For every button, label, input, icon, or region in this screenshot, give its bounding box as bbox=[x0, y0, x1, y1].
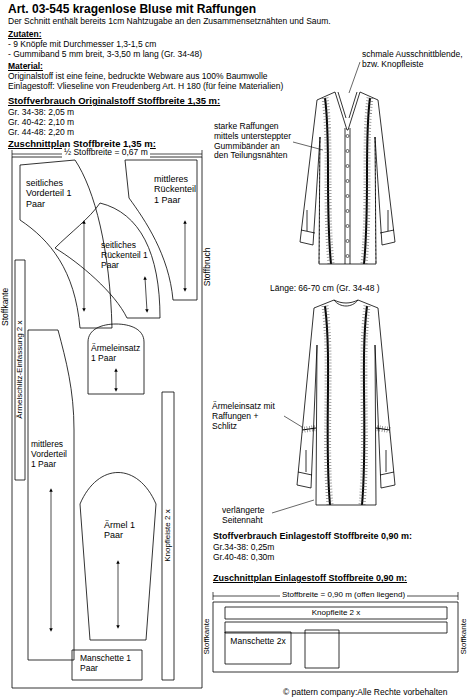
fabric-layout: StoffkanteStoffbruchseitliches Vordertei… bbox=[12, 157, 202, 688]
button-symbol bbox=[346, 135, 349, 138]
note-text: © pattern company:Alle Rechte vorbehalte… bbox=[283, 688, 448, 698]
piece-outline-path bbox=[72, 650, 142, 680]
pattern-piece: Ärmelschlitz-Einfassung 2 x bbox=[15, 260, 25, 480]
piece-label: Stoffkante bbox=[202, 607, 211, 667]
button-symbol bbox=[346, 165, 349, 168]
button-symbol bbox=[346, 180, 349, 183]
piece-label: Knopfleite 2 x bbox=[225, 608, 447, 617]
piece-outline-path bbox=[88, 324, 144, 394]
interfacing-layout: StoffkanteStoffkanteKnopfleite 2 xMansch… bbox=[213, 602, 458, 672]
grainline-arrow bbox=[185, 222, 186, 290]
note-text: Zutaten: bbox=[8, 30, 42, 40]
note-text: Gr. 44-48: 2,20 m bbox=[8, 128, 74, 138]
button-symbol bbox=[346, 195, 349, 198]
note-text: - Gummiband 5 mm breit, 3-3,50 m lang (G… bbox=[8, 50, 202, 60]
piece-label: Stoffbruch bbox=[203, 232, 213, 302]
note-text: Gr. 34-38: 2,05 m bbox=[8, 108, 74, 118]
piece-label: seitliches Rückenteil 1 Paar bbox=[101, 241, 149, 270]
pattern-piece: Knopfleite 2 x bbox=[225, 607, 447, 620]
piece-outline-path bbox=[55, 203, 160, 318]
pattern-piece: Manschette 2x bbox=[225, 632, 291, 664]
piece-outline bbox=[80, 462, 156, 640]
piece-outline-path bbox=[80, 473, 156, 641]
note-text: schmale Ausschnittblende, bzw. Knopfleis… bbox=[362, 50, 470, 70]
piece-label: Ärmeleinsatz 1 Paar bbox=[91, 344, 143, 364]
extra-piece-outline bbox=[225, 622, 447, 668]
pattern-piece: Manschette 1 Paar bbox=[72, 650, 142, 680]
grainline-arrow bbox=[51, 490, 52, 630]
note-text: Länge: 66-70 cm (Gr. 34-48 ) bbox=[270, 284, 380, 294]
piece-outline-path bbox=[225, 632, 291, 664]
note-text: Originalstoff ist eine feine, bedruckte … bbox=[8, 72, 268, 82]
piece-label: Knopfleiste 2 x bbox=[163, 401, 172, 671]
pattern-piece: seitliches Rückenteil 1 Paar bbox=[55, 203, 160, 318]
piece-label: Manschette 1 Paar bbox=[80, 654, 134, 674]
title: Art. 03-545 kragenlose Bluse mit Raffung… bbox=[8, 3, 256, 17]
pattern-piece: mittleres Vorderteil 1 Paar bbox=[28, 330, 74, 660]
piece-outline-path bbox=[125, 160, 197, 300]
note-text: Zuschnittplan Einlagestoff Stoffbreite 0… bbox=[213, 573, 407, 583]
grainline-arrow bbox=[116, 370, 117, 390]
note-text: ½ Stoffbreite = 0,67 m bbox=[62, 148, 150, 158]
piece-outline-path bbox=[28, 330, 74, 660]
note-text: Stoffverbrauch Originalstoff Stoffbreite… bbox=[8, 96, 220, 107]
grainline-arrow bbox=[145, 278, 147, 311]
note-text: - 9 Knöpfe mit Durchmesser 1,3-1,5 cm bbox=[8, 40, 156, 50]
note-text: Ärmeleinsatz mit Raffungen + Schlitz bbox=[212, 402, 284, 431]
grainline-arrow bbox=[84, 222, 85, 310]
button-symbol bbox=[346, 255, 349, 258]
pattern-piece: Knopfleiste 2 x bbox=[162, 392, 174, 680]
button-symbol bbox=[346, 210, 349, 213]
note-text: Gr.40-48: 0,30m bbox=[213, 553, 274, 563]
note-text: Einlagestoff: Vlieseline von Freudenberg… bbox=[8, 82, 283, 92]
note-text: Gr. 40-42: 2,10 m bbox=[8, 118, 74, 128]
piece-outline-path bbox=[162, 392, 174, 680]
button-symbol bbox=[346, 240, 349, 243]
button-symbol bbox=[346, 225, 349, 228]
piece-outline-path bbox=[225, 607, 447, 619]
piece-label: mittleres Rückenteil 1 Paar bbox=[154, 174, 196, 205]
pattern-piece: mittleres Rückenteil 1 Paar bbox=[125, 160, 197, 300]
piece-outline bbox=[28, 330, 74, 660]
piece-label: Ärmelschlitz-Einfassung 2 x bbox=[15, 270, 24, 470]
pattern-piece: seitliches Vorderteil 1 Paar bbox=[20, 160, 112, 328]
piece-label: mittleres Vorderteil 1 Paar bbox=[31, 440, 73, 469]
note-text: Stoffverbrauch Einlagestoff Stoffbreite … bbox=[213, 531, 412, 541]
piece-outline-path bbox=[15, 260, 25, 480]
piece-outline-path bbox=[20, 160, 112, 328]
piece-label: Stoffkante bbox=[1, 272, 11, 342]
button-symbol bbox=[346, 150, 349, 153]
note-text: verlängerte Seitennaht bbox=[222, 506, 284, 526]
note-text: Material: bbox=[8, 62, 43, 72]
pattern-piece: Ärmeleinsatz 1 Paar bbox=[88, 324, 144, 394]
grainline-arrow bbox=[118, 562, 119, 627]
piece-outline-path bbox=[12, 157, 202, 688]
piece-label: Ärmel 1 Paar bbox=[104, 520, 136, 541]
piece-label: Manschette 2x bbox=[227, 637, 289, 647]
piece-label: Stoffkante bbox=[459, 607, 468, 667]
piece-outline-path bbox=[213, 602, 458, 672]
note-text: Gr.34-38: 0,25m bbox=[213, 543, 274, 553]
pattern-piece: Ärmel 1 Paar bbox=[80, 462, 156, 640]
note-text: Stoffbreite = 0,90 m (offen liegend) bbox=[280, 590, 407, 599]
piece-label: seitliches Vorderteil 1 Paar bbox=[26, 178, 74, 209]
note-text: starke Raffungen mittels untersteppter G… bbox=[214, 122, 292, 161]
note-text: Der Schnitt enthält bereits 1cm Nahtzuga… bbox=[8, 17, 331, 27]
